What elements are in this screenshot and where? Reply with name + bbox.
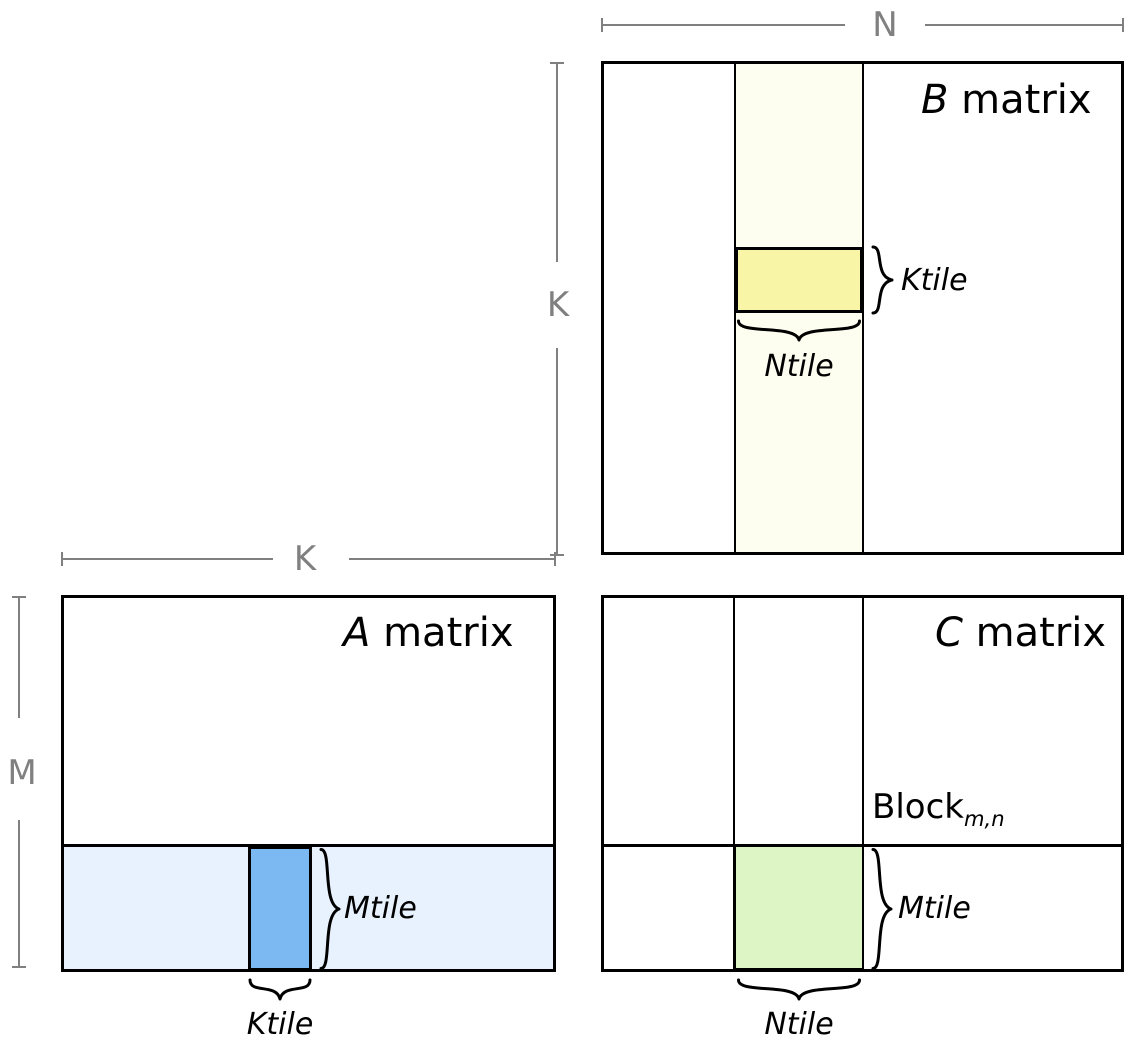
b-matrix-label: B matrix — [921, 80, 1092, 120]
a-matrix-tile — [248, 846, 312, 971]
a-matrix-label: A matrix — [343, 613, 513, 653]
dimension-k-horizontal-label: K — [293, 539, 317, 579]
dimension-k-horizontal-line-left — [61, 558, 273, 560]
dimension-n-tick-right — [1122, 18, 1124, 32]
dimension-n-label: N — [872, 5, 898, 45]
c-matrix-column-divider-left — [733, 598, 735, 969]
b-matrix-ntile-label: Ntile — [764, 349, 834, 384]
c-matrix-mtile-label: Mtile — [898, 891, 971, 926]
dimension-n-line-left — [601, 24, 845, 26]
c-matrix-ntile-label: Ntile — [764, 1007, 834, 1042]
c-matrix-column-divider-right — [862, 598, 864, 969]
c-matrix-word: matrix — [975, 610, 1107, 656]
dimension-k-vertical-line-top — [556, 62, 558, 262]
c-matrix-ntile-brace — [736, 977, 862, 1003]
a-matrix-word: matrix — [383, 610, 514, 656]
dimension-m-label: M — [7, 753, 37, 793]
b-matrix-word: matrix — [961, 77, 1092, 123]
b-matrix-tile — [735, 247, 863, 313]
c-matrix-tile — [735, 846, 863, 969]
dimension-k-horizontal-line-right — [349, 558, 556, 560]
dimension-m-line-bottom — [18, 820, 20, 968]
dimension-m-tick-bottom — [12, 966, 26, 968]
b-matrix-column-divider-left — [734, 64, 736, 552]
dimension-k-vertical-line-bottom — [556, 348, 558, 556]
dimension-n-line-right — [925, 24, 1124, 26]
c-matrix-var: C — [935, 610, 963, 656]
b-matrix-ntile-brace — [736, 318, 862, 344]
a-matrix-ktile-brace — [247, 977, 313, 1003]
c-matrix-block-label: Blockm,n — [872, 790, 1005, 829]
dimension-k-vertical-tick-bottom — [550, 554, 564, 556]
a-matrix-mtile-brace — [317, 847, 343, 971]
a-matrix-row-divider — [64, 844, 553, 847]
a-matrix-var: A — [343, 610, 371, 656]
dimension-m-line-top — [18, 596, 20, 718]
b-matrix-ktile-brace — [869, 245, 899, 315]
c-matrix-row-divider — [604, 844, 1121, 847]
c-matrix-mtile-brace — [869, 847, 895, 971]
dimension-k-vertical-label: K — [546, 285, 570, 325]
a-matrix-mtile-label: Mtile — [344, 891, 417, 926]
a-matrix-ktile-label: Ktile — [246, 1007, 314, 1042]
c-matrix-block-subscript: m,n — [963, 805, 1005, 831]
b-matrix-var: B — [921, 77, 949, 123]
c-matrix-block-text: Block — [872, 787, 964, 827]
b-matrix-ktile-label: Ktile — [901, 263, 968, 298]
c-matrix-label: C matrix — [935, 613, 1106, 653]
dimension-k-horizontal-tick-right — [554, 552, 556, 566]
b-matrix-box — [601, 61, 1124, 555]
